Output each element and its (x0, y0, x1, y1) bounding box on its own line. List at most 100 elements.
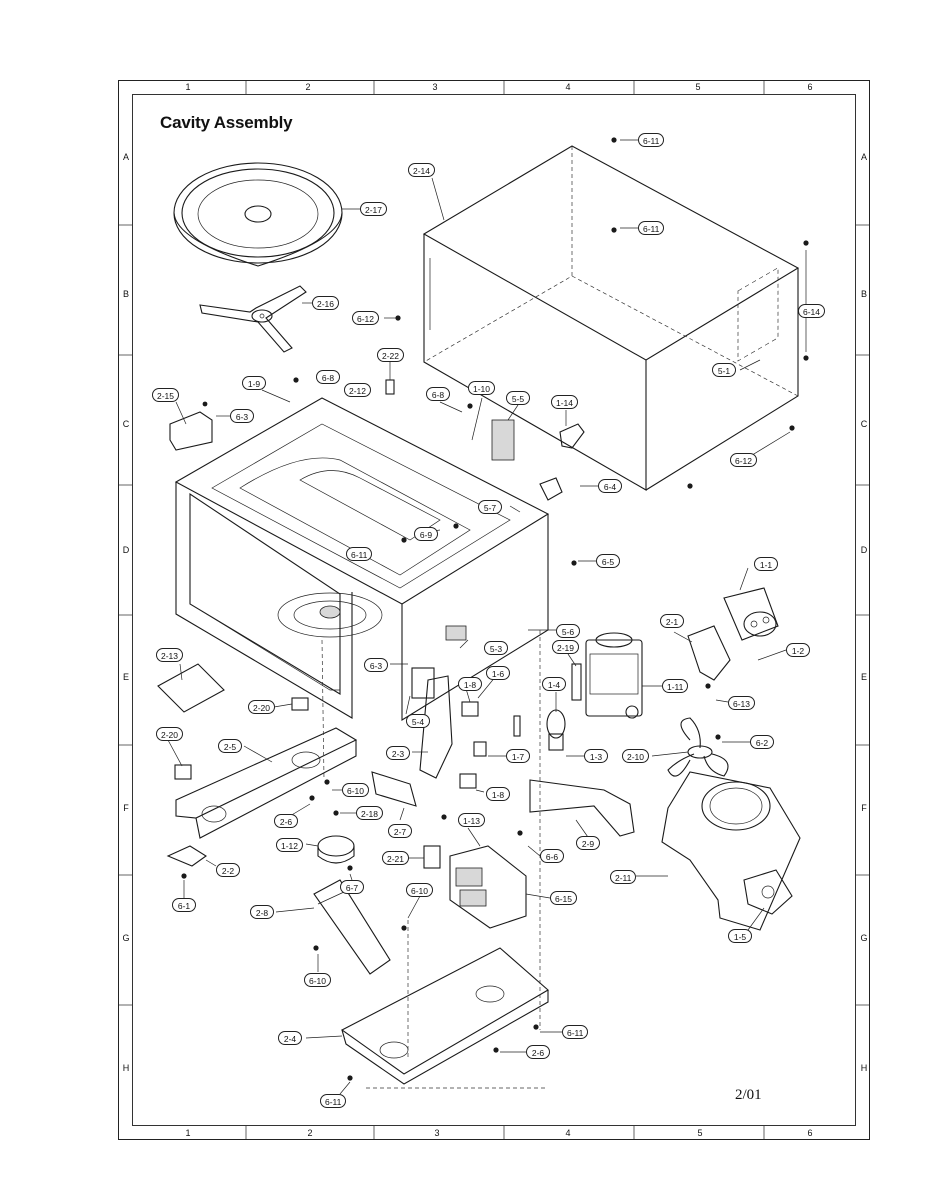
grid-row-label: E (860, 672, 867, 682)
callout-2-15: 2-15 (152, 388, 180, 402)
callout-6-15: 6-15 (550, 891, 578, 905)
base-plate (340, 947, 549, 1085)
callout-6-11: 6-11 (638, 221, 665, 235)
callout-1-2: 1-2 (786, 643, 810, 657)
screws (293, 137, 809, 1081)
callout-1-5: 1-5 (728, 929, 752, 943)
callout-1-6: 1-6 (486, 666, 510, 680)
label-sheet (491, 419, 515, 461)
callout-2-7: 2-7 (388, 824, 412, 838)
callout-5-1: 5-1 (712, 363, 736, 377)
fan-duct (661, 771, 801, 931)
waveguide-sheet (157, 663, 225, 713)
switch-bracket (371, 771, 417, 807)
capacitor-bracket (687, 625, 731, 681)
turntable-motor (166, 845, 207, 879)
air-guide (313, 879, 391, 975)
callout-6-11: 6-11 (562, 1025, 589, 1039)
noise-filter-block (423, 845, 441, 869)
grid-row-label: H (122, 1063, 130, 1073)
callout-2-3: 2-3 (386, 746, 410, 760)
grid-row-label: B (860, 289, 867, 299)
grid-col-label: 2 (305, 82, 311, 92)
grid-row-label: C (860, 419, 868, 429)
callout-5-4: 5-4 (406, 714, 430, 728)
callout-1-12: 1-12 (276, 838, 304, 852)
stirrer-motor (317, 835, 355, 864)
callout-1-14: 1-14 (551, 395, 579, 409)
callout-1-11: 1-11 (662, 679, 689, 693)
callout-6-11: 6-11 (320, 1094, 347, 1108)
callout-5-3: 5-3 (484, 641, 508, 655)
callout-5-6: 5-6 (556, 624, 580, 638)
grid-row-label: H (860, 1063, 868, 1073)
rubber-block (174, 764, 192, 780)
callout-6-3: 6-3 (230, 409, 254, 423)
callout-6-10: 6-10 (304, 973, 332, 987)
light-guide (385, 379, 395, 395)
callout-2-6: 2-6 (526, 1045, 550, 1059)
callout-6-1: 6-1 (172, 898, 196, 912)
grid-ticks (118, 80, 870, 1140)
grid-col-label: 1 (185, 1128, 191, 1138)
drawing-inner-border (132, 94, 856, 1126)
callout-2-16: 2-16 (312, 296, 340, 310)
grid-row-label: C (122, 419, 130, 429)
callout-1-9: 1-9 (242, 376, 266, 390)
grid-col-label: 5 (695, 82, 701, 92)
grid-col-label: 1 (185, 82, 191, 92)
page-title: Cavity Assembly (160, 113, 293, 132)
grid-col-label: 6 (807, 1128, 813, 1138)
callout-6-11: 6-11 (638, 133, 665, 147)
roller-support (199, 285, 307, 353)
callout-2-20: 2-20 (156, 727, 184, 741)
label-sheet (445, 625, 467, 641)
fan-motor (743, 869, 793, 915)
callout-2-18: 2-18 (356, 806, 384, 820)
callout-1-10: 1-10 (468, 381, 496, 395)
callout-6-8: 6-8 (426, 387, 450, 401)
hinge-bracket-left (169, 401, 213, 451)
door-switch-assembly (419, 675, 521, 789)
callout-2-14: 2-14 (408, 163, 436, 177)
oven-lamp (546, 709, 566, 751)
grid-row-label: E (122, 672, 129, 682)
callout-6-12: 6-12 (352, 311, 380, 325)
callout-1-7: 1-7 (506, 749, 530, 763)
callout-1-8: 1-8 (486, 787, 510, 801)
callout-2-9: 2-9 (576, 836, 600, 850)
date-code: 2/01 (735, 1087, 762, 1103)
callout-2-22: 2-22 (377, 348, 405, 362)
callout-6-7: 6-7 (340, 880, 364, 894)
callout-1-13: 1-13 (458, 813, 486, 827)
callout-6-4: 6-4 (598, 479, 622, 493)
callout-6-14: 6-14 (798, 304, 826, 318)
oven-cavity (174, 397, 550, 721)
callout-2-11: 2-11 (610, 870, 637, 884)
grid-col-label: 5 (697, 1128, 703, 1138)
callout-2-13: 2-13 (156, 648, 184, 662)
outer-case (422, 145, 800, 491)
callout-2-6: 2-6 (274, 814, 298, 828)
grid-row-label: D (860, 545, 868, 555)
callout-6-10: 6-10 (342, 783, 370, 797)
callout-2-17: 2-17 (360, 202, 388, 216)
grid-row-label: F (123, 803, 129, 813)
callout-6-8: 6-8 (316, 370, 340, 384)
thermal-cutout (539, 423, 585, 501)
hv-capacitor (723, 587, 779, 641)
callout-6-6: 6-6 (540, 849, 564, 863)
callout-1-3: 1-3 (584, 749, 608, 763)
callout-5-5: 5-5 (506, 391, 530, 405)
rubber-block (291, 697, 309, 711)
callout-1-1: 1-1 (754, 557, 778, 571)
grid-col-label: 4 (565, 82, 571, 92)
grid-col-label: 2 (307, 1128, 313, 1138)
grid-row-label: B (122, 289, 129, 299)
callout-6-9: 6-9 (414, 527, 438, 541)
callout-2-12: 2-12 (344, 383, 372, 397)
callout-2-2: 2-2 (216, 863, 240, 877)
grid-col-label: 3 (432, 82, 438, 92)
callout-6-10: 6-10 (406, 883, 434, 897)
